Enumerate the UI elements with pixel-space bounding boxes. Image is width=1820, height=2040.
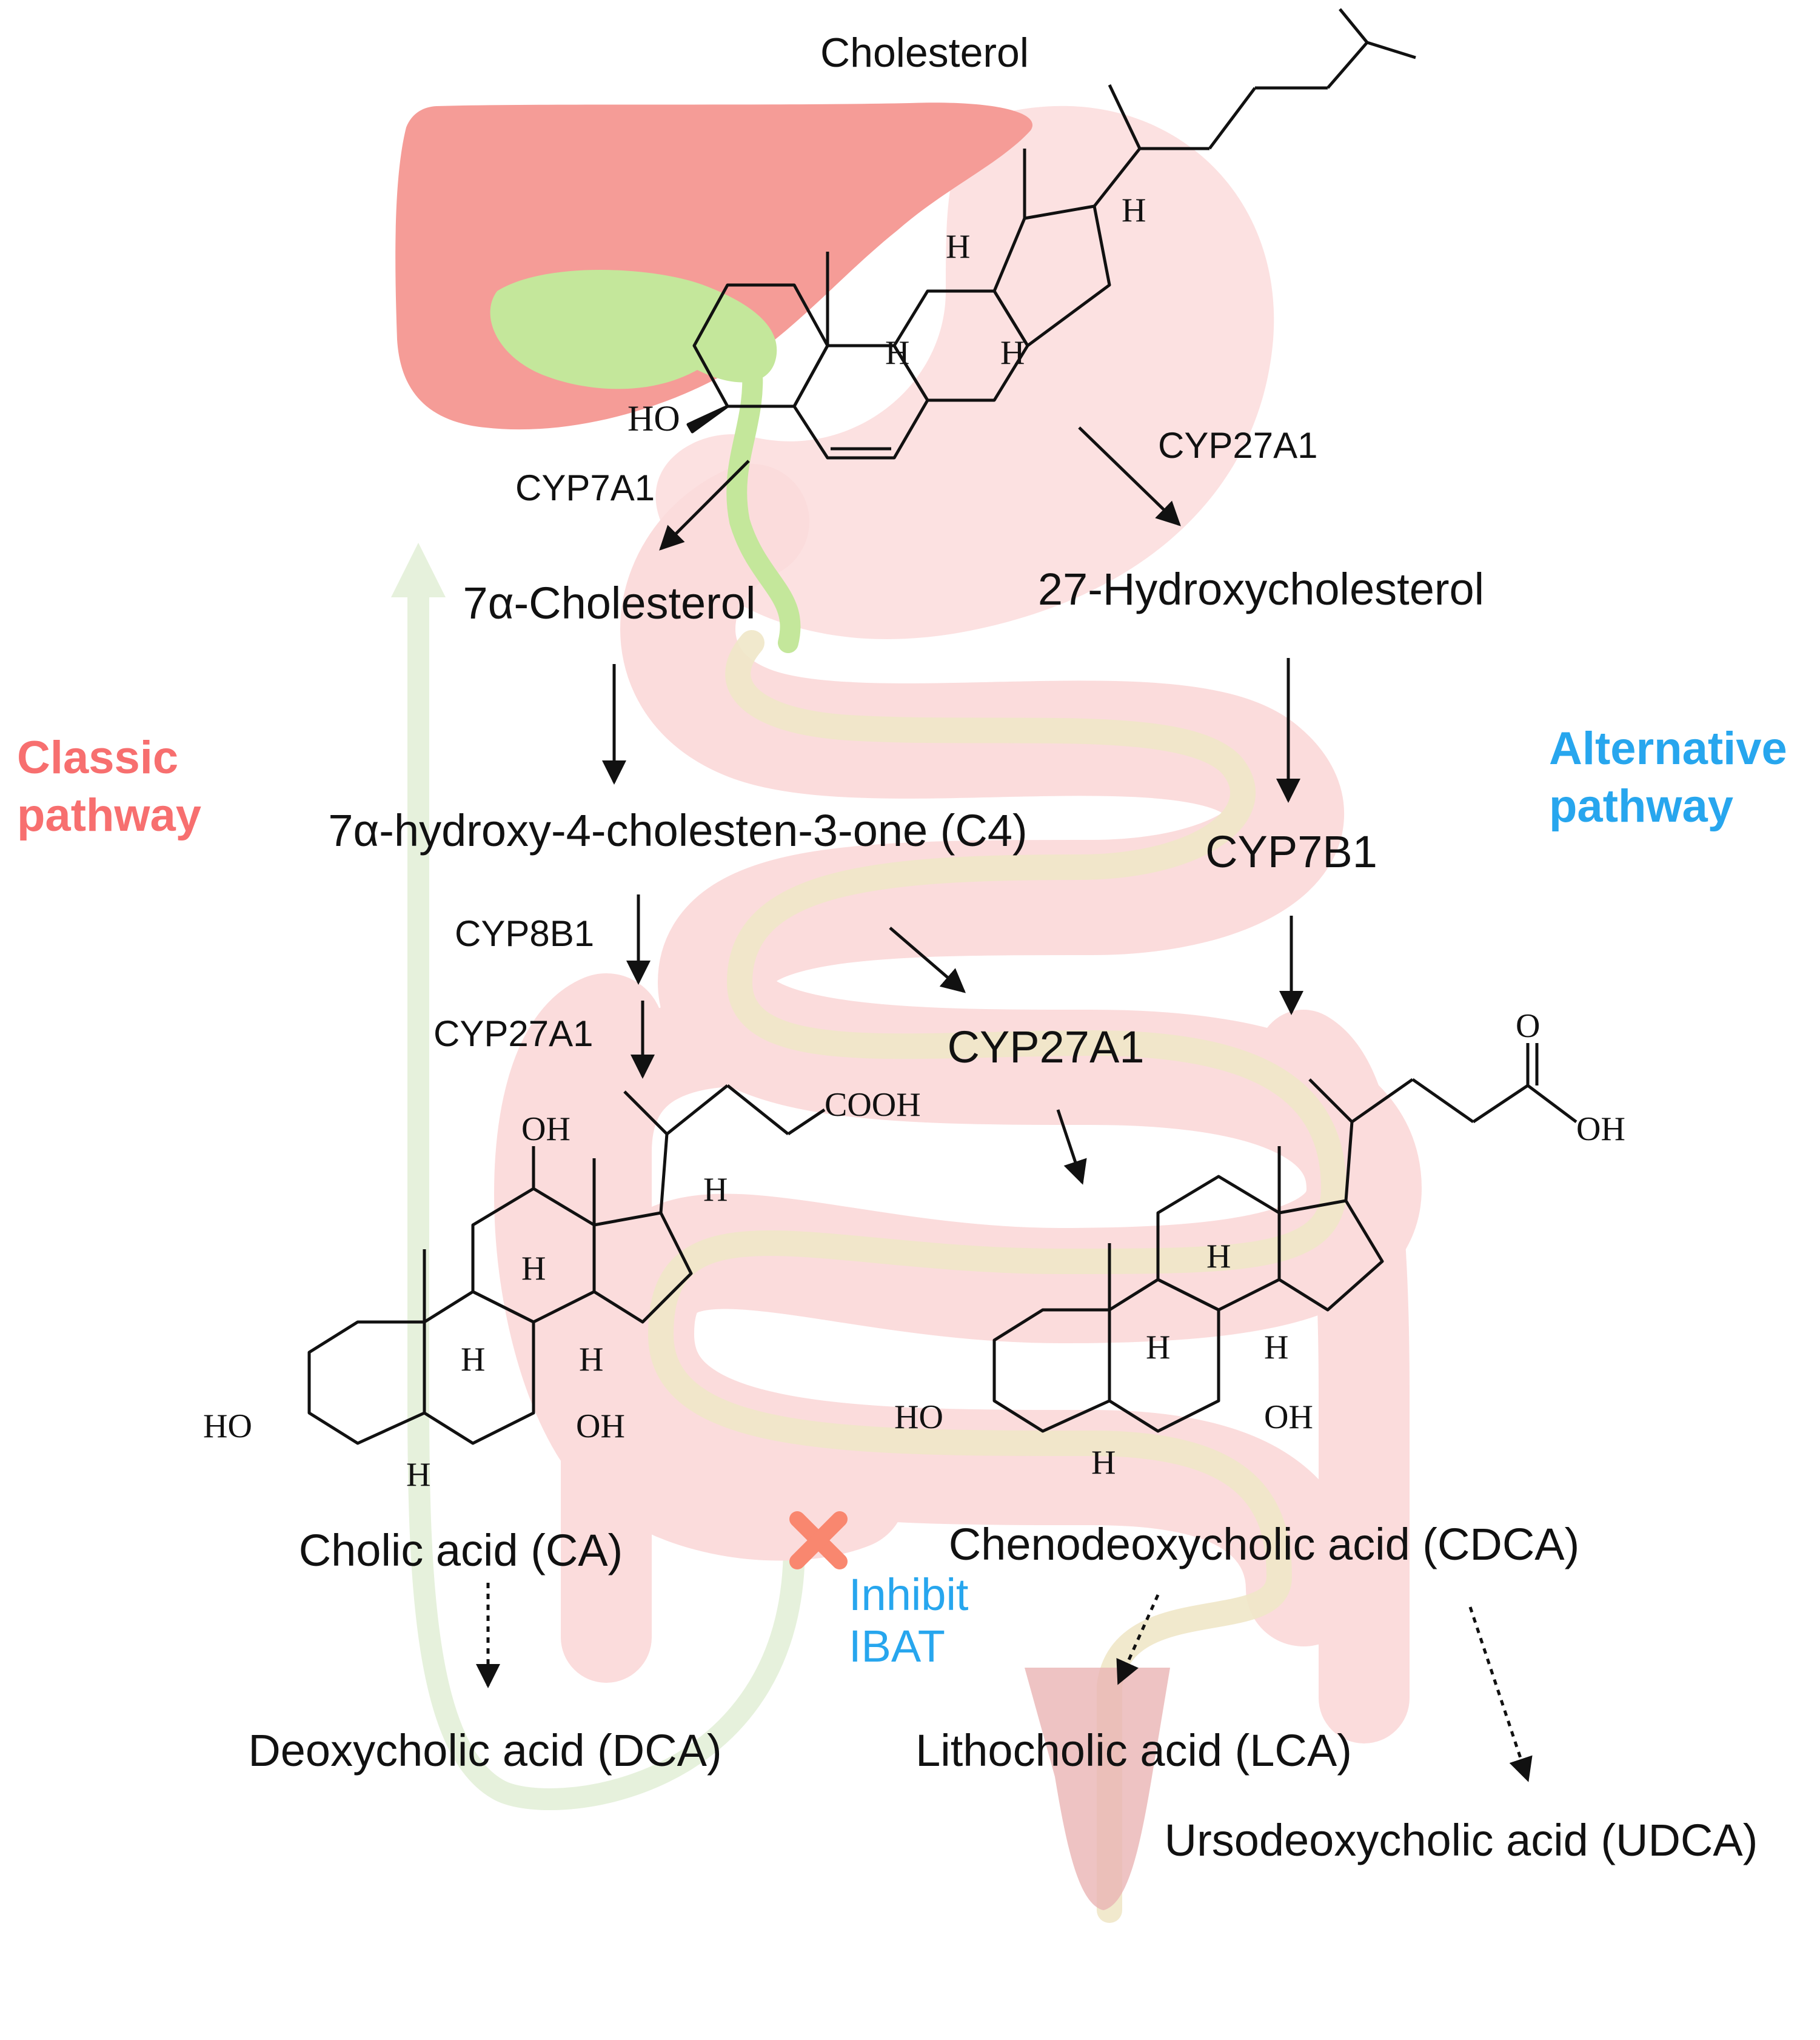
inhibit-ibat-label: Inhibit [849,1569,969,1620]
arrow-cdca-to-udca [1468,1606,1533,1782]
cdca-oh-label: OH [1576,1110,1625,1148]
node-cholic-acid: Cholic acid (CA) [299,1525,623,1575]
node-alpha-cholesterol: 7α-Cholesterol [463,578,756,628]
cholic-acid-h-label: H [703,1171,728,1209]
cdca-ho-label: HO [894,1398,943,1436]
node-cdca: Chenodeoxycholic acid (CDCA) [949,1519,1580,1569]
cholesterol-h-label: H [1000,334,1025,372]
arrow-cyp7a1 [659,460,750,551]
arrow-cyp27a1-top [1078,426,1181,526]
rectum [1025,1668,1170,1910]
cholesterol-h-label: H [1122,192,1146,229]
cdca-h-label: H [1146,1329,1170,1366]
anatomy-background [391,102,1422,1923]
node-dca: Deoxycholic acid (DCA) [248,1725,721,1776]
cholic-acid-ho-label: HO [203,1408,252,1445]
arrow-cyp27a1-to-cdca [1056,1109,1087,1185]
enzyme-cyp8b1: CYP8B1 [455,913,594,954]
gallbladder-shape [490,270,777,389]
cholic-acid-structure: OH COOH HO OH H H H H H [203,1084,921,1494]
cholesterol-ho-label: HO [627,398,680,438]
cholic-acid-h-label: H [521,1250,546,1287]
cholic-acid-cooh-label: COOH [825,1086,921,1124]
cholic-acid-h-label: H [406,1456,430,1494]
intestine-lumen [648,630,1347,1923]
classic-pathway-label: Classic [17,732,178,783]
enzyme-cyp27a1-left: CYP27A1 [433,1013,594,1054]
bile-duct [726,354,801,653]
cdca-structure: O OH HO OH H H H H [894,1007,1625,1481]
cdca-h-label: H [1091,1444,1116,1481]
node-lca: Lithocholic acid (LCA) [915,1725,1352,1776]
node-cyp27a1-mid: CYP27A1 [948,1022,1145,1072]
node-cyp7b1: CYP7B1 [1205,827,1377,877]
inhibit-ibat-label: IBAT [849,1621,945,1671]
pathway-arrows [476,426,1533,1782]
cholic-acid-oh-label: OH [521,1110,570,1148]
enzyme-cyp7a1: CYP7A1 [515,468,655,508]
classic-pathway-label: pathway [17,790,201,841]
arrow-cdca-to-lca [1116,1594,1160,1685]
cholesterol-structure: HO H H H H [627,8,1416,460]
arrow-c4-to-cyp27a1 [889,927,966,993]
cholic-acid-h-label: H [579,1341,603,1378]
stomach-shape [655,106,1274,639]
enzyme-cyp27a1-top: CYP27A1 [1158,425,1318,466]
cdca-o-label: O [1516,1007,1540,1045]
node-c4: 7α-hydroxy-4-cholesten-3-one (C4) [328,805,1027,856]
text-labels: Cholesterol CYP7A1 CYP27A1 7α-Cholestero… [17,30,1787,1865]
cholesterol-label: Cholesterol [820,30,1029,76]
alternative-pathway-label: pathway [1549,780,1733,832]
cdca-h-label: H [1264,1329,1288,1366]
cdca-h-label: H [1206,1238,1231,1275]
enterohepatic-return-arrow [391,543,805,1810]
node-udca: Ursodeoxycholic acid (UDCA) [1165,1815,1758,1865]
cholesterol-h-label: H [946,228,970,266]
cdca-oh-label: OH [1264,1398,1313,1436]
cholesterol-h-label: H [885,334,909,372]
alternative-pathway-label: Alternative [1549,723,1787,774]
cholic-acid-h-label: H [461,1341,485,1378]
cholic-acid-oh-label: OH [576,1408,625,1445]
ibat-block-x-icon [789,1511,848,1569]
node-hydroxycholesterol: 27-Hydroxycholesterol [1038,564,1484,614]
